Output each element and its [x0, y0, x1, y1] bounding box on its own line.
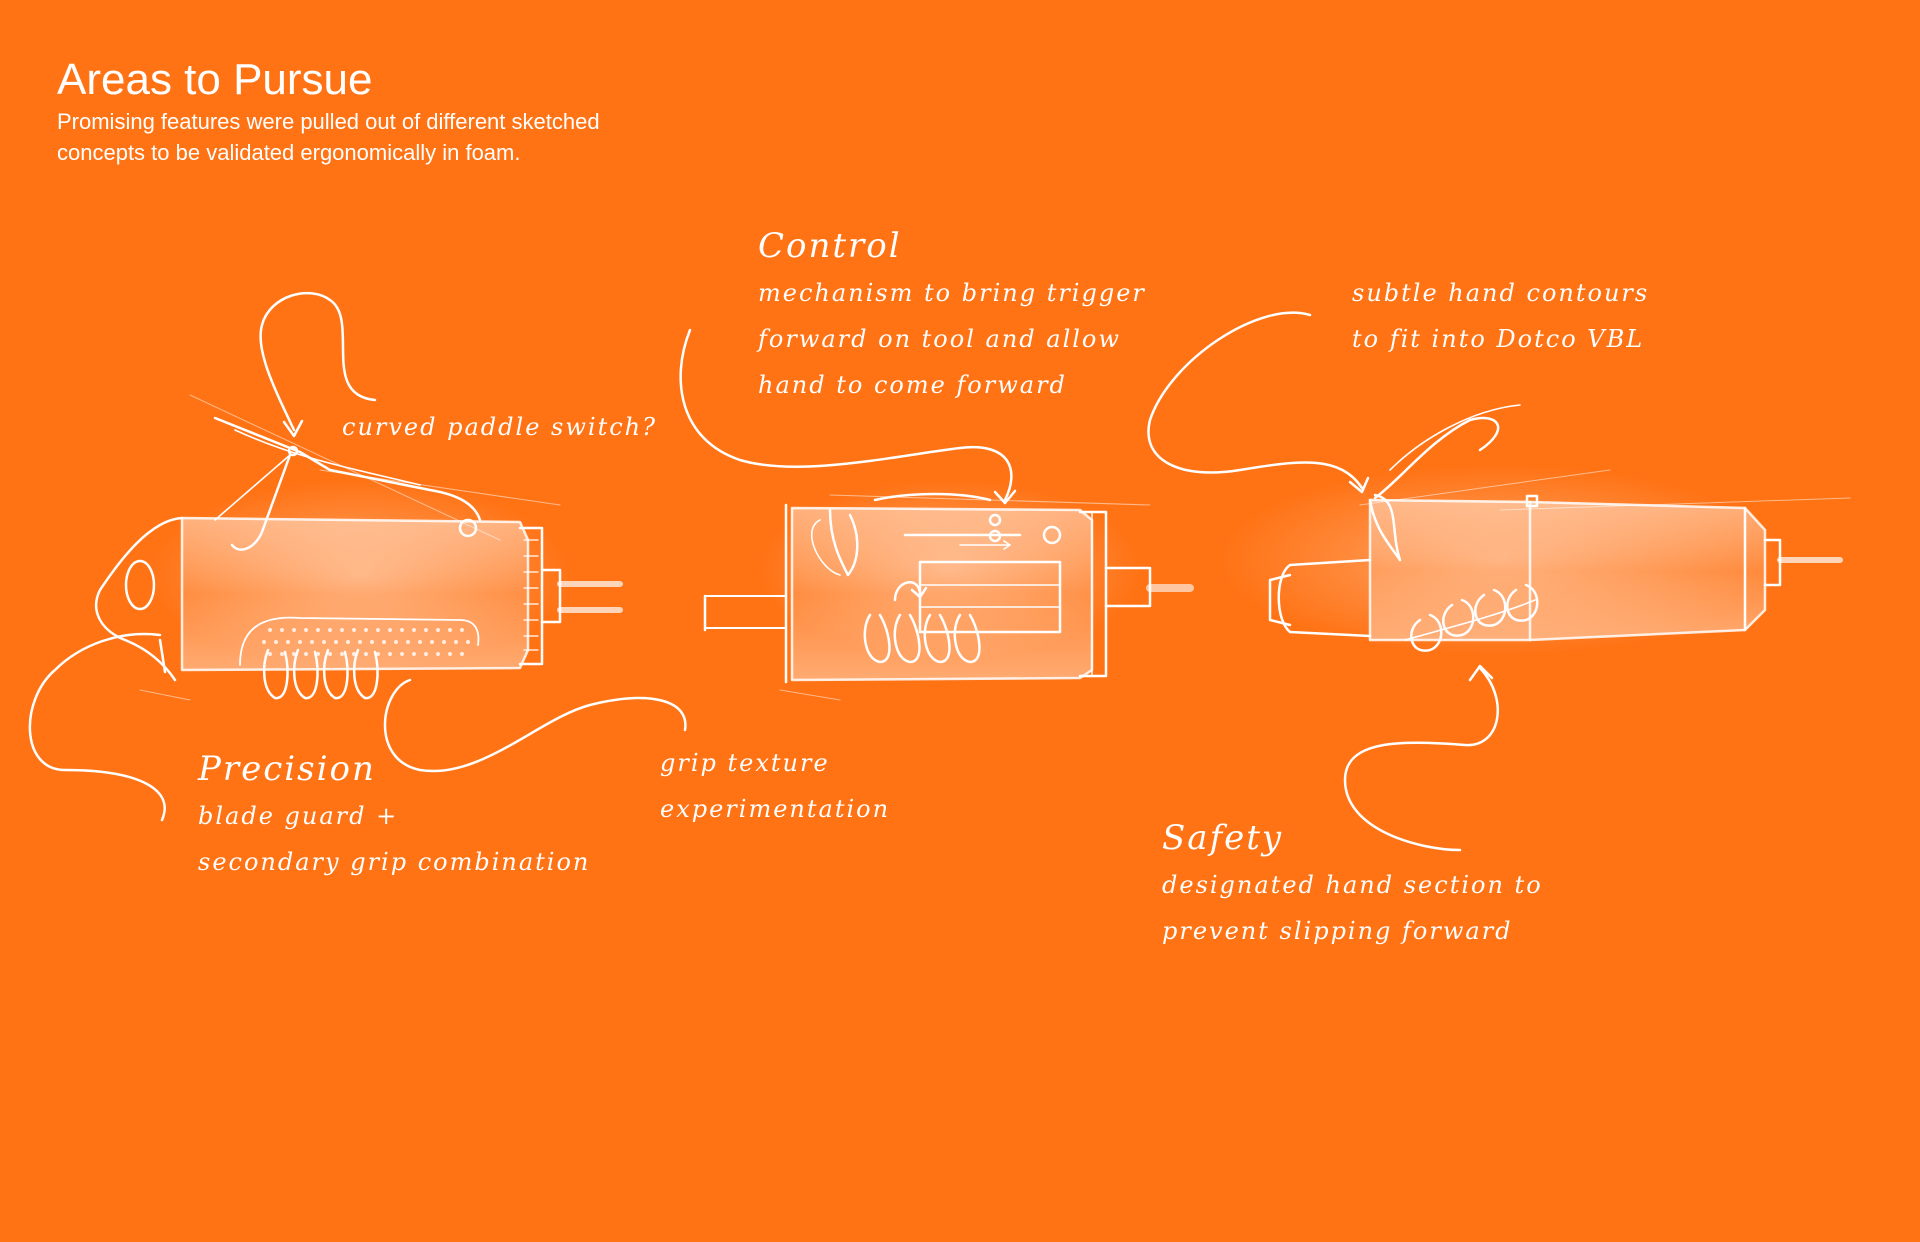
control-heading: Control: [758, 222, 1146, 270]
safety-line-1: designated hand section to: [1162, 862, 1543, 908]
grip-texture-line-1: grip texture: [660, 740, 890, 786]
annotation-safety: Safety designated hand section to preven…: [1162, 814, 1543, 954]
contours-line-2: to fit into Dotco VBL: [1352, 316, 1649, 362]
control-line-3: hand to come forward: [758, 362, 1146, 408]
annotation-precision: Precision blade guard + secondary grip c…: [198, 745, 590, 885]
safety-heading: Safety: [1162, 814, 1543, 862]
annotation-control: Control mechanism to bring trigger forwa…: [758, 222, 1146, 408]
contours-line-1: subtle hand contours: [1352, 270, 1649, 316]
grip-texture-line-2: experimentation: [660, 786, 890, 832]
safety-line-2: prevent slipping forward: [1162, 908, 1543, 954]
control-line-1: mechanism to bring trigger: [758, 270, 1146, 316]
tool-sketch-safety: [1148, 313, 1850, 850]
annotation-grip-texture: grip texture experimentation: [660, 740, 890, 832]
precision-heading: Precision: [198, 745, 590, 793]
tool-sketch-precision: [30, 293, 686, 820]
precision-line-1: blade guard +: [198, 793, 590, 839]
paddle-switch-label: curved paddle switch?: [342, 404, 657, 450]
precision-line-2: secondary grip combination: [198, 839, 590, 885]
annotation-paddle-switch: curved paddle switch?: [342, 404, 657, 450]
annotation-contours: subtle hand contours to fit into Dotco V…: [1352, 270, 1649, 362]
control-line-2: forward on tool and allow: [758, 316, 1146, 362]
